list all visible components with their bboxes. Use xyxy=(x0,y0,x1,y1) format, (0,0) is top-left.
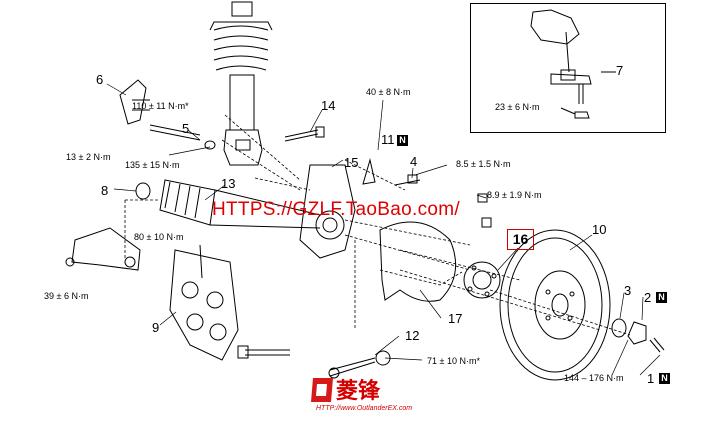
part-number-12: 12 xyxy=(405,328,420,343)
lower-arm xyxy=(65,227,141,271)
torque-label-71: 71 ± 10 N·m* xyxy=(427,356,480,366)
torque-label-39: 39 ± 6 N·m xyxy=(44,291,89,301)
new-part-mark-11: N xyxy=(397,135,408,146)
bushing xyxy=(135,182,151,200)
part-number-5: 5 xyxy=(182,121,190,136)
part-number-4: 4 xyxy=(410,154,418,169)
washer xyxy=(611,318,627,338)
part-number-7: 7 xyxy=(616,63,624,78)
part-number-14: 14 xyxy=(321,98,336,113)
torque-label-13: 13 ± 2 N·m xyxy=(66,152,111,162)
hub-bearing xyxy=(463,261,501,299)
torque-label-135: 135 ± 15 N·m xyxy=(125,160,180,170)
part-number-13: 13 xyxy=(221,176,236,191)
torque-label-110: 110 ± 11 N·m* xyxy=(132,101,189,111)
detail-inset: 7 23 ± 6 N·m xyxy=(470,3,666,133)
torque-label-8-9: 8.9 ± 1.9 N·m xyxy=(487,190,542,200)
new-part-mark-1: N xyxy=(659,373,670,384)
brand-url: HTTP://www.OutlanderEX.com xyxy=(316,405,413,412)
part-number-11: 11 xyxy=(381,132,395,147)
stabilizer-bracket xyxy=(119,79,150,125)
torque-label-40: 40 ± 8 N·m xyxy=(366,87,411,97)
brake-caliper xyxy=(169,244,239,361)
part-number-10: 10 xyxy=(592,222,607,237)
strut-bolt xyxy=(284,129,319,142)
stabilizer-link-detail xyxy=(530,9,616,119)
brake-disc xyxy=(499,229,611,381)
tie-rod-end xyxy=(329,357,376,377)
part-number-8: 8 xyxy=(101,183,109,198)
strut-assembly xyxy=(209,1,273,166)
torque-label-144: 144 – 176 N·m xyxy=(564,373,624,383)
part-number-6: 6 xyxy=(96,72,104,87)
brand-logo xyxy=(311,378,333,402)
torque-label-80: 80 ± 10 N·m xyxy=(134,232,184,242)
caliper-bolt xyxy=(245,349,290,356)
part-number-2: 2 xyxy=(644,290,652,305)
part-number-16-highlighted: 16 xyxy=(507,229,534,250)
part-number-3: 3 xyxy=(624,283,632,298)
split-pin xyxy=(649,337,665,353)
part-number-17: 17 xyxy=(448,311,463,326)
stabilizer-link xyxy=(149,124,201,141)
part-number-15: 15 xyxy=(344,155,359,170)
dust-shield xyxy=(379,221,457,302)
watermark-url: HTTPS://GZLF.TaoBao.com/ xyxy=(212,199,460,220)
torque-label-23: 23 ± 6 N·m xyxy=(495,102,540,112)
part-number-1: 1 xyxy=(647,371,655,386)
brand-name: 菱锋 xyxy=(336,379,381,404)
abs-sensor xyxy=(362,158,376,185)
steering-knuckle xyxy=(299,164,356,259)
part-number-9: 9 xyxy=(152,320,160,335)
new-part-mark-2: N xyxy=(656,292,667,303)
torque-label-8-5: 8.5 ± 1.5 N·m xyxy=(456,159,511,169)
hub-nut xyxy=(627,321,647,345)
